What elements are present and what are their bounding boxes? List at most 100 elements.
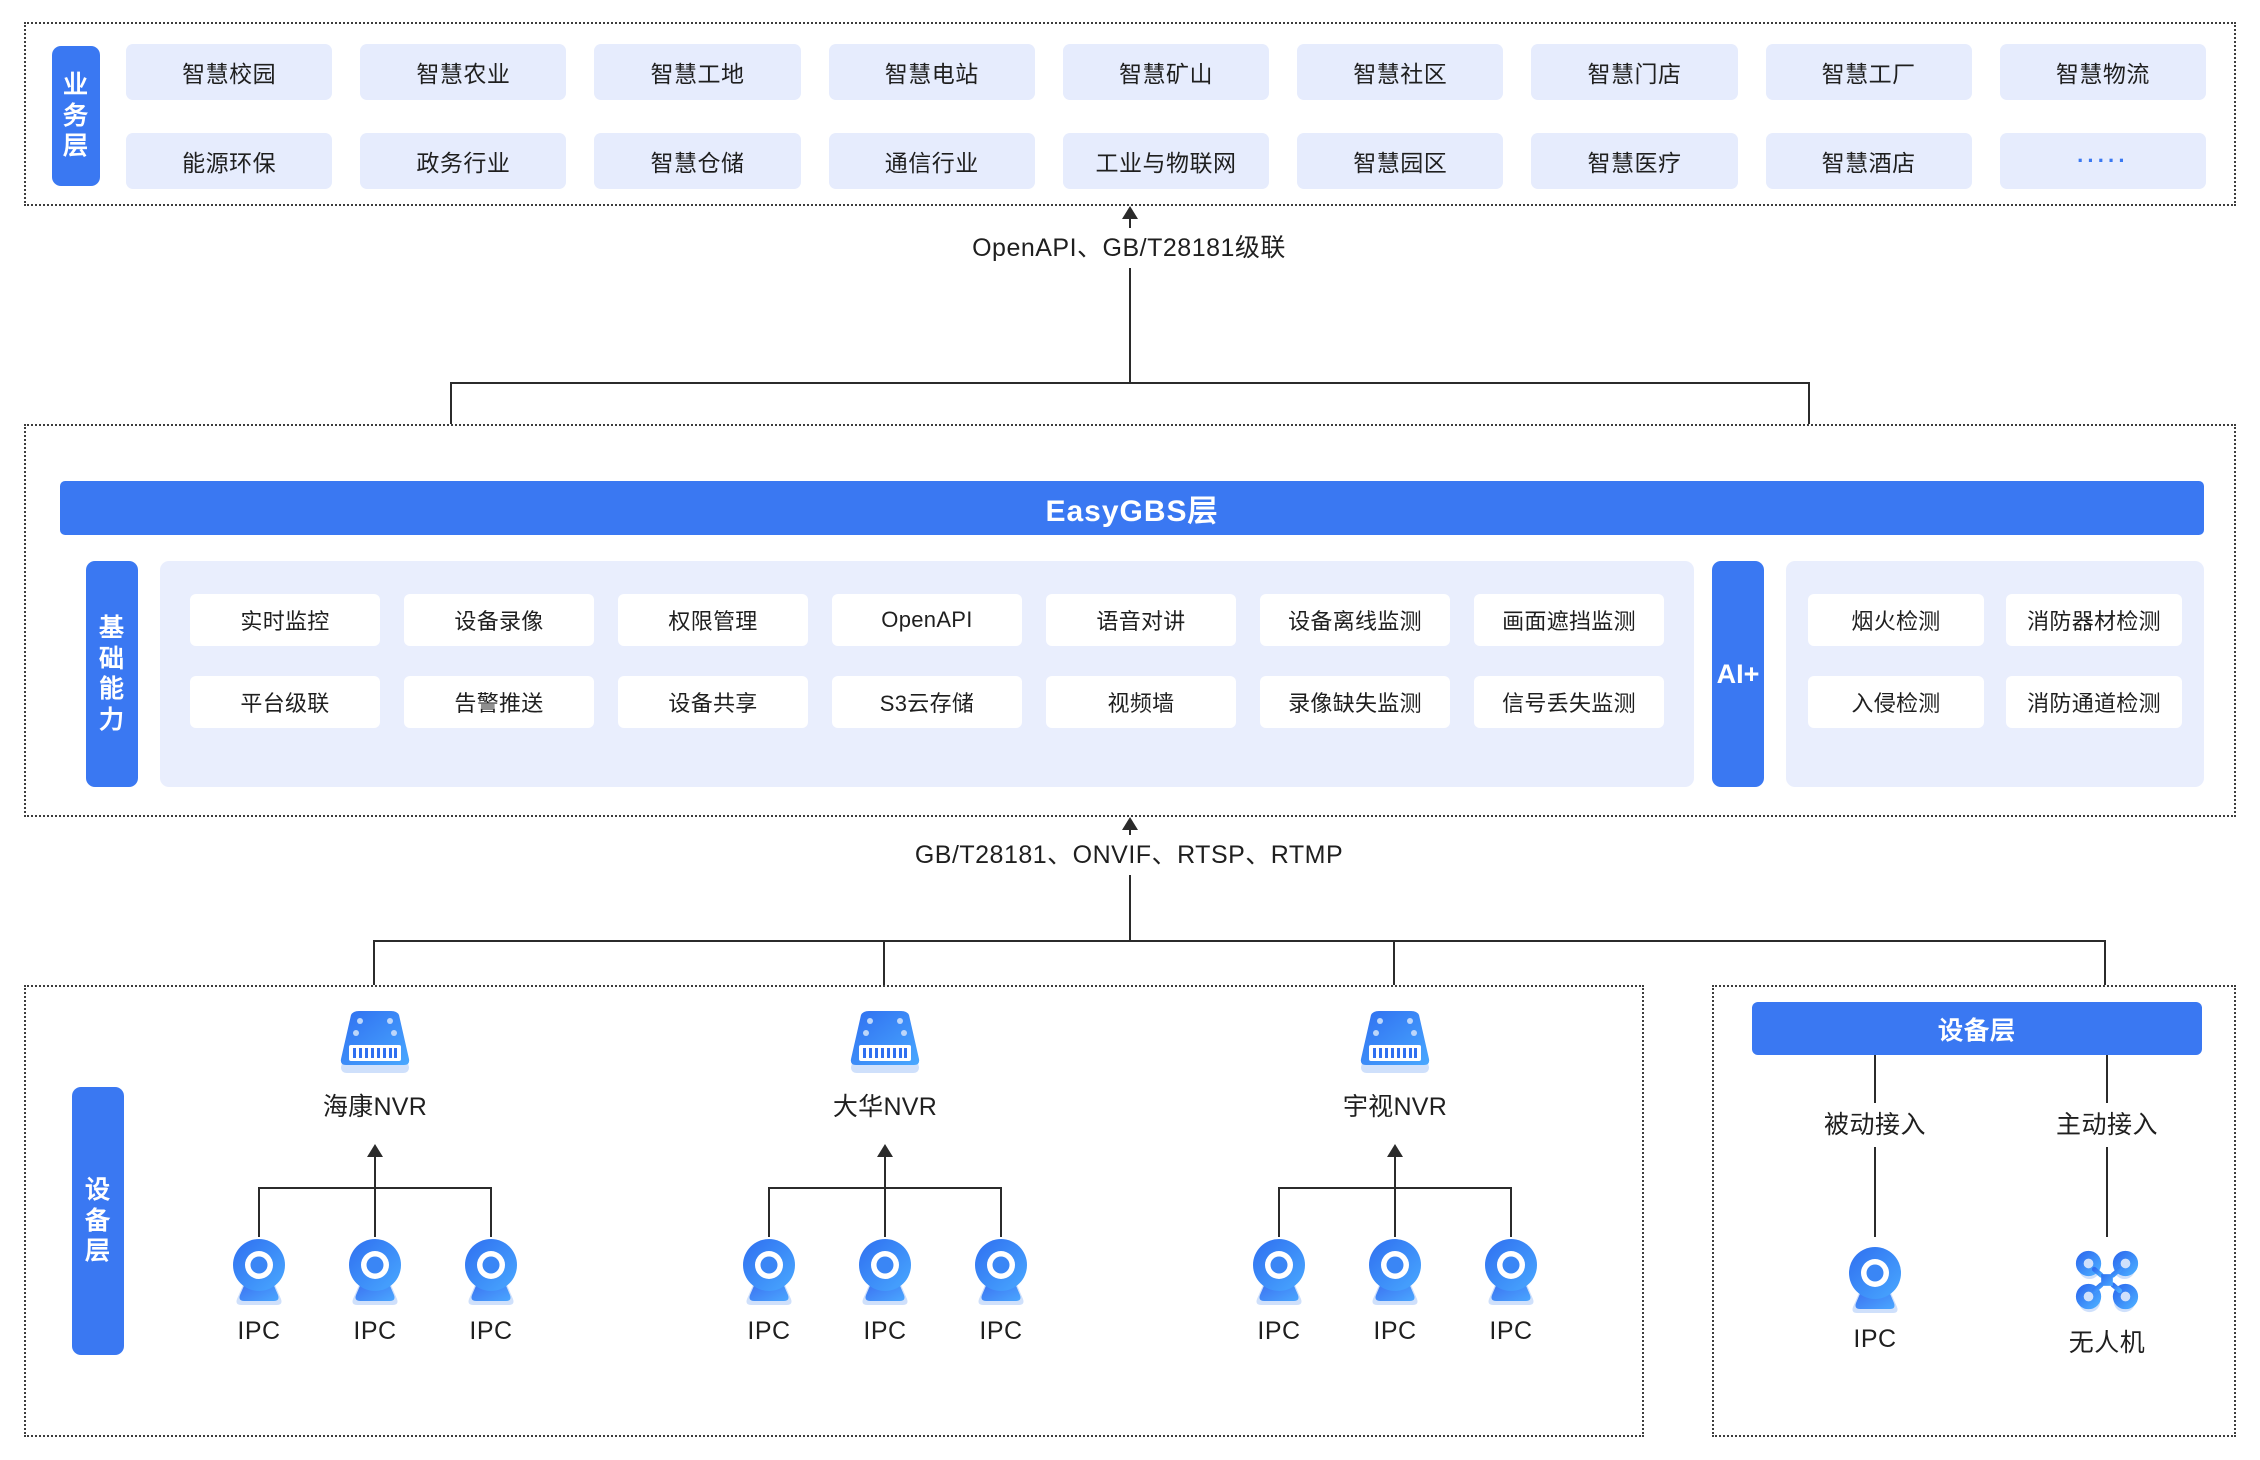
business-item[interactable]: 工业与物联网 [1062, 133, 1270, 189]
connector-device-to-platform: GB/T28181、ONVIF、RTSP、RTMP [0, 817, 2260, 997]
connector-drop-right [1808, 382, 1810, 436]
capability-item[interactable]: 告警推送 [404, 676, 594, 728]
nvr-label: 宇视NVR [1342, 1093, 1448, 1121]
ipc-label: IPC [1373, 1317, 1417, 1345]
ipc-branch-drop [1000, 1187, 1002, 1237]
capability-item[interactable]: 权限管理 [618, 594, 808, 646]
business-item[interactable]: 智慧门店 [1531, 44, 1738, 100]
nvr-group: 大华NVR [825, 1005, 945, 1125]
capability-item[interactable]: 设备录像 [404, 594, 594, 646]
ipc-camera-icon [849, 1235, 921, 1309]
capability-grid: 实时监控 设备录像 权限管理 OpenAPI 语音对讲 设备离线监测 画面遮挡监… [160, 561, 1694, 787]
capability-item[interactable]: 录像缺失监测 [1260, 676, 1450, 728]
connector-top-label: OpenAPI、GB/T28181级联 [958, 228, 1300, 264]
capability-side-char-2: 础 [98, 644, 125, 673]
nvr-icon [333, 1005, 417, 1077]
business-item[interactable]: 政务行业 [360, 133, 567, 189]
ipc-branch-drop [258, 1187, 260, 1237]
ipc-camera-icon [339, 1235, 411, 1309]
business-item[interactable]: 智慧校园 [126, 44, 333, 100]
device-layer-title-bar: 设备层 [1752, 1002, 2202, 1055]
ipc-node: IPC [1335, 1235, 1455, 1346]
ipc-camera-icon [1475, 1235, 1547, 1309]
drone-icon [2072, 1245, 2142, 1315]
capability-item[interactable]: 设备离线监测 [1260, 594, 1450, 646]
business-item-more[interactable]: ····· [1999, 133, 2206, 189]
arrow-up-icon [1122, 206, 1138, 219]
capability-item[interactable]: 设备共享 [618, 676, 808, 728]
nvr-icon [843, 1005, 927, 1077]
business-item[interactable]: 能源环保 [126, 133, 333, 189]
access-line-passive-lower [1874, 1147, 1876, 1237]
capability-item[interactable]: 视频墙 [1046, 676, 1236, 728]
capability-item[interactable]: 语音对讲 [1046, 594, 1236, 646]
business-item[interactable]: 智慧仓储 [594, 133, 801, 189]
ai-side-label: AI+ [1712, 561, 1764, 787]
device-side-char-1: 设 [84, 1176, 111, 1205]
connector-bottom-label: GB/T28181、ONVIF、RTSP、RTMP [900, 835, 1358, 871]
connector-business-to-platform: OpenAPI、GB/T28181级联 [0, 206, 2260, 436]
connector-stem-lower [1129, 875, 1131, 941]
arrow-up-icon [1387, 1144, 1403, 1157]
access-label-active: 主动接入 [2055, 1111, 2159, 1139]
ipc-branch-drop [490, 1187, 492, 1237]
business-item[interactable]: 智慧医疗 [1531, 133, 1738, 189]
capability-item[interactable]: 平台级联 [190, 676, 380, 728]
nvr-icon [1353, 1005, 1437, 1077]
business-item[interactable]: 智慧社区 [1297, 44, 1504, 100]
ai-capability-grid: 烟火检测 消防器材检测 入侵检测 消防通道检测 [1786, 561, 2204, 787]
access-line-active-lower [2106, 1147, 2108, 1237]
ipc-label: IPC [979, 1317, 1023, 1345]
capability-item[interactable]: S3云存储 [832, 676, 1022, 728]
ipc-node: IPC [1219, 1235, 1339, 1346]
business-layer-side-label: 业 务 层 [52, 46, 100, 186]
capability-item[interactable]: OpenAPI [832, 594, 1022, 646]
business-side-char-2: 务 [62, 101, 89, 130]
drone-node: 无人机 [2047, 1245, 2167, 1359]
nvr-group: 海康NVR [315, 1005, 435, 1125]
easygbs-title-bar: EasyGBS层 [60, 481, 2204, 535]
capability-side-char-1: 基 [98, 614, 125, 642]
business-items-grid: 智慧校园 智慧农业 智慧工地 智慧电站 智慧矿山 智慧社区 智慧门店 智慧工厂 … [126, 44, 2206, 189]
device-layer-side-label: 设 备 层 [72, 1087, 124, 1355]
business-item[interactable]: 智慧物流 [1999, 44, 2206, 100]
ai-capability-item[interactable]: 消防器材检测 [2006, 594, 2182, 646]
ipc-camera-icon [965, 1235, 1037, 1309]
ipc-node: IPC [431, 1235, 551, 1346]
business-item[interactable]: 智慧电站 [828, 44, 1035, 100]
connector-drop-left [450, 382, 452, 436]
ipc-camera-icon [455, 1235, 527, 1309]
connector-bus [373, 940, 2106, 942]
ipc-node: IPC [1451, 1235, 1571, 1346]
arrow-up-icon [367, 1144, 383, 1157]
nvr-label: 大华NVR [832, 1093, 938, 1121]
ai-capability-item[interactable]: 入侵检测 [1808, 676, 1984, 728]
business-item[interactable]: 智慧园区 [1297, 133, 1504, 189]
ai-side-label-text: AI+ [1716, 658, 1760, 689]
business-side-char-3: 层 [62, 132, 89, 161]
device-layer-left-container: 设 备 层 海康NVR IPC IPC IPC 大华N [24, 985, 1644, 1437]
capability-side-label: 基 础 能 力 [86, 561, 138, 787]
ipc-node: IPC [315, 1235, 435, 1346]
business-item[interactable]: 智慧矿山 [1062, 44, 1270, 100]
capability-item[interactable]: 实时监控 [190, 594, 380, 646]
business-item[interactable]: 通信行业 [828, 133, 1035, 189]
ipc-label: IPC [863, 1317, 907, 1345]
capability-side-char-4: 力 [98, 705, 125, 734]
business-item[interactable]: 智慧农业 [360, 44, 567, 100]
ipc-label: IPC [1489, 1317, 1533, 1345]
ipc-branch-drop [1278, 1187, 1280, 1237]
ipc-node: IPC [199, 1235, 319, 1346]
business-item[interactable]: 智慧工地 [594, 44, 801, 100]
ipc-node: IPC [1815, 1243, 1935, 1354]
ipc-branch-stem [884, 1157, 886, 1189]
business-item[interactable]: 智慧工厂 [1765, 44, 1972, 100]
ipc-node: IPC [709, 1235, 829, 1346]
business-item[interactable]: 智慧酒店 [1765, 133, 1972, 189]
ipc-branch-drop [374, 1187, 376, 1237]
capability-item[interactable]: 画面遮挡监测 [1474, 594, 1664, 646]
access-line-passive [1874, 1055, 1876, 1103]
capability-item[interactable]: 信号丢失监测 [1474, 676, 1664, 728]
ai-capability-item[interactable]: 烟火检测 [1808, 594, 1984, 646]
ai-capability-item[interactable]: 消防通道检测 [2006, 676, 2182, 728]
